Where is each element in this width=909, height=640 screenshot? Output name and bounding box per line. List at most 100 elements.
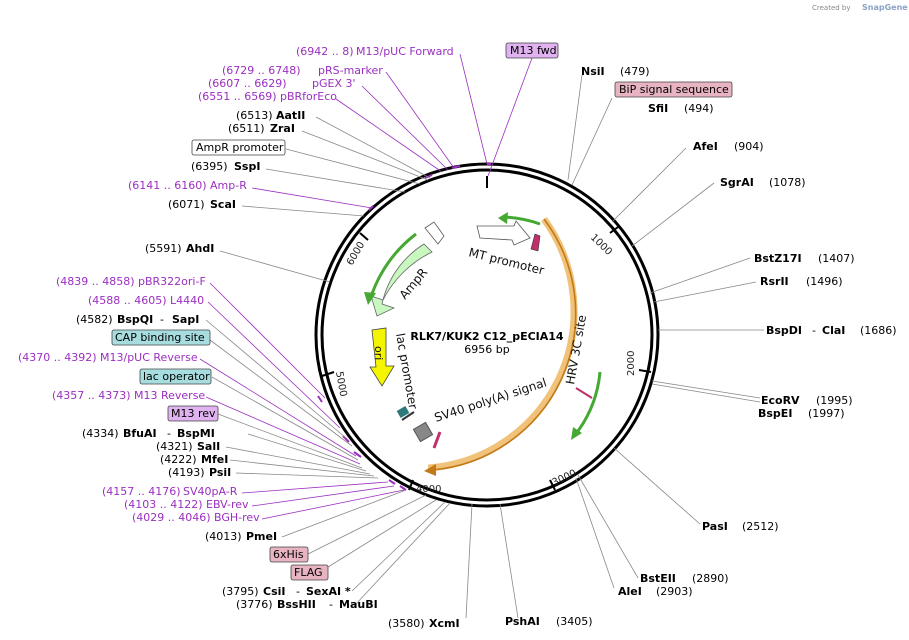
m13-fwd-label: M13 fwd — [510, 44, 557, 57]
right-leaders — [487, 57, 764, 619]
alei-name: AleI — [618, 585, 642, 598]
csii-name: CsiI — [263, 585, 285, 598]
ampr-arrow — [370, 243, 433, 317]
mfei-name: MfeI — [201, 453, 228, 466]
amp-r-name: Amp-R — [210, 179, 247, 192]
pbr322ori-range: (4839 .. 4858) — [56, 275, 135, 288]
primer-markers — [317, 163, 491, 491]
m13-fwd-box — [505, 42, 559, 59]
ori-arrow — [369, 327, 395, 387]
ahdi-name: AhdI — [186, 242, 214, 255]
sapi-name: SapI — [172, 313, 199, 326]
csii-pos: (3795) — [222, 585, 259, 598]
bgh-name: BGH-rev — [214, 511, 260, 524]
sgrai-pos: (1078) — [769, 176, 806, 189]
sv40pa-name: SV40pA-R — [183, 485, 238, 498]
sv40-box — [412, 421, 434, 443]
tick-label-1000: 1000 — [588, 232, 614, 258]
flag-label: FLAG — [294, 566, 323, 579]
scai-pos: (6071) — [168, 198, 205, 211]
sfii-name: SfiI — [648, 102, 668, 115]
bip-label: BiP signal sequence — [619, 83, 729, 96]
plasmid-size: 6956 bp — [464, 343, 509, 356]
scai-name: ScaI — [210, 198, 236, 211]
ampr-arrowhead-green — [364, 292, 376, 305]
flag-his-mark — [432, 431, 442, 449]
nsii-pos: (479) — [620, 65, 650, 78]
bsshii-pos: (3776) — [236, 598, 273, 611]
psii-name: PsiI — [209, 466, 231, 479]
bspdi-pos: (1686) — [860, 324, 897, 337]
cap-site-mark — [401, 411, 415, 421]
m13puc-rev-name: M13/pUC Reverse — [100, 351, 198, 364]
ampr-promoter-label: AmpR promoter — [196, 141, 284, 154]
m13-rev-box — [167, 405, 219, 422]
l4440-range: (4588 .. 4605) — [88, 294, 167, 307]
m13puc-fwd-name: M13/pUC Forward — [356, 45, 454, 58]
mt-promoter-arrow — [476, 220, 531, 246]
bstz17i-name: BstZ17I — [754, 252, 802, 265]
signal-arc-green-top — [501, 215, 541, 226]
afei-name: AfeI — [693, 140, 718, 153]
cds-arrowhead-orange — [424, 464, 436, 476]
bsteii-name: BstEII — [640, 572, 676, 585]
pmei-pos: (4013) — [205, 530, 242, 543]
bspei-pos: (1997) — [808, 407, 845, 420]
his-label: 6xHis — [273, 548, 304, 561]
pbreco-name: pBRforEco — [280, 90, 337, 103]
left-leaders — [199, 53, 488, 619]
bspei-name: BspEI — [758, 407, 792, 420]
tick-marks — [321, 176, 652, 491]
bsshii-dash: - — [329, 598, 333, 611]
rsrii-name: RsrII — [760, 275, 789, 288]
bstz17i-pos: (1407) — [818, 252, 855, 265]
bspdi-name: BspDI — [766, 324, 802, 337]
tick-label-5000: 5000 — [333, 371, 348, 398]
tick-label-3000: 3000 — [551, 468, 579, 489]
sali-pos: (4321) — [156, 440, 193, 453]
sspi-name: SspI — [234, 160, 260, 173]
ori-label: ori — [372, 346, 385, 360]
pgex-range: (6607 .. 6629) — [208, 77, 287, 90]
sfii-pos: (494) — [684, 102, 714, 115]
pshai-pos: (3405) — [556, 615, 593, 628]
m13puc-fwd-range: (6942 .. 8) — [296, 45, 354, 58]
zrai-pos: (6511) — [228, 122, 265, 135]
bspqi-pos: (4582) — [76, 313, 113, 326]
m13-rev-label: M13 rev — [171, 407, 216, 420]
ebv-name: EBV-rev — [206, 498, 249, 511]
sgrai-name: SgrAI — [720, 176, 754, 189]
pasi-pos: (2512) — [742, 520, 779, 533]
pasi-name: PasI — [702, 520, 728, 533]
bsteii-pos: (2890) — [692, 572, 729, 585]
m13puc-rev-range: (4370 .. 4392) — [18, 351, 97, 364]
backbone-inner-ring — [320, 168, 654, 502]
lac-operator-box — [139, 368, 212, 385]
pbr322ori-name: pBR322ori-F — [138, 275, 206, 288]
flag-box — [290, 564, 329, 581]
snapgene-logo: SnapGene — [862, 3, 908, 12]
bfuai-pos: (4334) — [82, 427, 119, 440]
signal-arrowhead-green-top — [498, 212, 508, 224]
hrv-arc-green — [573, 371, 602, 436]
maubi-name: MauBI — [339, 598, 378, 611]
sspi-pos: (6395) — [191, 160, 228, 173]
bgh-range: (4029 .. 4046) — [132, 511, 211, 524]
ecorv-name: EcoRV — [761, 394, 800, 407]
created-by-text: Created by — [812, 4, 851, 12]
tick-label-2000: 2000 — [626, 351, 637, 376]
pgex-name: pGEX 3' — [312, 77, 356, 90]
nsii-name: NsiI — [581, 65, 605, 78]
pshai-name: PshAI — [505, 615, 540, 628]
bspqi-dash: - — [160, 313, 164, 326]
hrv-site-mark — [575, 387, 593, 399]
bfuai-dash: - — [167, 427, 171, 440]
bspmi-name: BspMI — [177, 427, 215, 440]
bsshii-name: BssHII — [277, 598, 316, 611]
pmei-name: PmeI — [246, 530, 277, 543]
sali-name: SalI — [197, 440, 220, 453]
ebv-range: (4103 .. 4122) — [124, 498, 203, 511]
lac-promoter-label: lac promoter — [393, 332, 420, 410]
alei-pos: (2903) — [656, 585, 693, 598]
